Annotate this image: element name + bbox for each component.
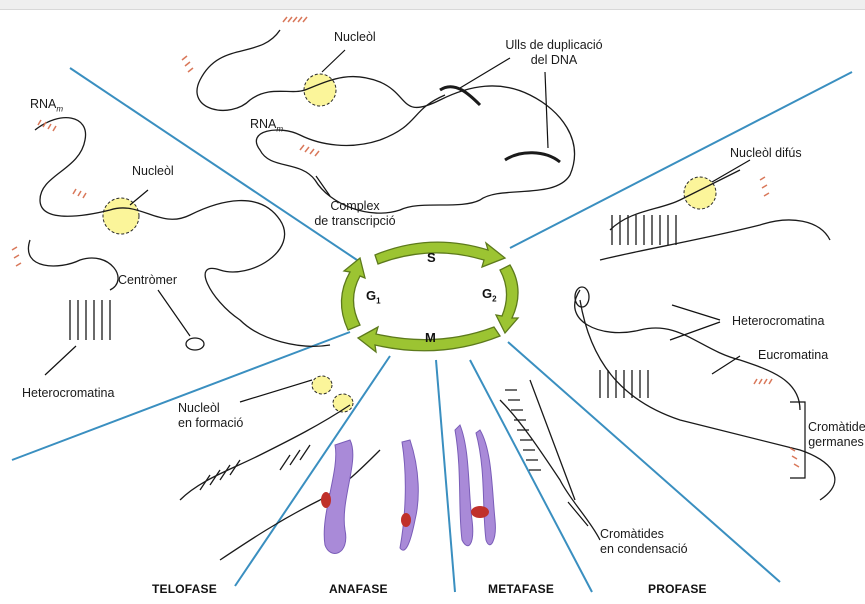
arrow-complex bbox=[316, 176, 330, 196]
anaphase-chromosome-2 bbox=[400, 440, 418, 550]
arrow-s-phase bbox=[375, 242, 505, 267]
rna-strand-2 bbox=[182, 56, 193, 72]
replication-eye-1 bbox=[440, 87, 480, 105]
rna-strand-7 bbox=[760, 177, 769, 196]
divider-line-telo-ana bbox=[235, 356, 390, 586]
label-cromatides-germanes: Cromàtidesgermanes bbox=[808, 420, 864, 450]
rna-strand-4 bbox=[12, 247, 21, 266]
rna-strand-8 bbox=[754, 379, 772, 384]
heterochromatin-coils-left bbox=[70, 300, 110, 340]
nucleoli bbox=[103, 74, 716, 412]
nucleolus-diffuse bbox=[684, 177, 716, 209]
rna-strand-9 bbox=[790, 448, 799, 467]
cycle-label-g2: G2 bbox=[482, 286, 497, 304]
heterochromatin-coils-right-2 bbox=[600, 370, 648, 398]
metaphase-chromosome-1 bbox=[455, 425, 473, 546]
centromere-mark-3 bbox=[471, 506, 489, 518]
rna-strand-6 bbox=[300, 145, 319, 156]
phase-label-profase: PROFASE bbox=[648, 582, 707, 596]
rna-strand-1 bbox=[283, 17, 307, 22]
arrow-heterocromatina-left bbox=[45, 346, 76, 375]
condensing-coils bbox=[505, 390, 541, 470]
arrow-nucleol-formacio bbox=[240, 380, 312, 402]
nucleolus-forming-1 bbox=[312, 376, 332, 394]
arrow-g2-phase bbox=[496, 265, 518, 333]
phase-label-telofase: TELOFASE bbox=[152, 582, 217, 596]
arrow-ulls-2 bbox=[545, 72, 548, 148]
cycle-label-g1: G1 bbox=[366, 288, 381, 306]
arrow-nucleol-top bbox=[322, 50, 345, 72]
rna-strand-5 bbox=[73, 189, 86, 198]
centromere-mark-2 bbox=[401, 513, 411, 527]
arrow-g1-phase bbox=[341, 258, 365, 330]
cycle-label-s: S bbox=[427, 250, 436, 265]
metaphase-chromosome-2 bbox=[476, 430, 495, 545]
arrow-cromatides-condensacio bbox=[568, 502, 588, 526]
label-heterocromatina-right: Heterocromatina bbox=[732, 314, 824, 329]
annotation-arrows bbox=[45, 50, 805, 526]
replication-eye-2 bbox=[505, 153, 560, 162]
label-nucleol-left: Nucleòl bbox=[132, 164, 174, 179]
arrow-centromer bbox=[158, 290, 190, 336]
centromere-mark-1 bbox=[321, 492, 331, 508]
label-centromer: Centròmer bbox=[118, 273, 177, 288]
chromosomes bbox=[324, 425, 495, 553]
heterochromatin-coils-right-1 bbox=[612, 215, 676, 245]
telophase-coils bbox=[200, 445, 310, 490]
chromatin-left bbox=[28, 118, 330, 347]
label-eucromatina: Eucromatina bbox=[758, 348, 828, 363]
label-nucleol-difus: Nucleòl difús bbox=[730, 146, 802, 161]
centromere-right bbox=[575, 287, 589, 307]
chromatin-strands bbox=[28, 30, 834, 560]
centromere-left bbox=[186, 338, 204, 350]
label-nucleol-top: Nucleòl bbox=[334, 30, 376, 45]
label-rna-top: RNAm bbox=[250, 117, 283, 137]
divider-line-ana-meta bbox=[436, 360, 455, 592]
nucleolus-top bbox=[304, 74, 336, 106]
phase-label-anafase: ANAFASE bbox=[329, 582, 388, 596]
phase-label-metafase: METAFASE bbox=[488, 582, 554, 596]
arrow-heterocromatina-right-2 bbox=[670, 322, 720, 340]
arrow-heterocromatina-right-1 bbox=[672, 305, 720, 320]
chromatin-condensing bbox=[500, 380, 600, 540]
label-heterocromatina-left: Heterocromatina bbox=[22, 386, 114, 401]
arrow-eucromatina bbox=[712, 356, 740, 374]
arrow-nucleol-difus bbox=[712, 160, 750, 182]
arrow-nucleol-left bbox=[130, 190, 148, 205]
nucleolus-left bbox=[103, 198, 139, 234]
chromatin-right bbox=[575, 170, 835, 500]
label-rna-left: RNAm bbox=[30, 97, 63, 117]
cycle-label-m: M bbox=[425, 330, 436, 345]
